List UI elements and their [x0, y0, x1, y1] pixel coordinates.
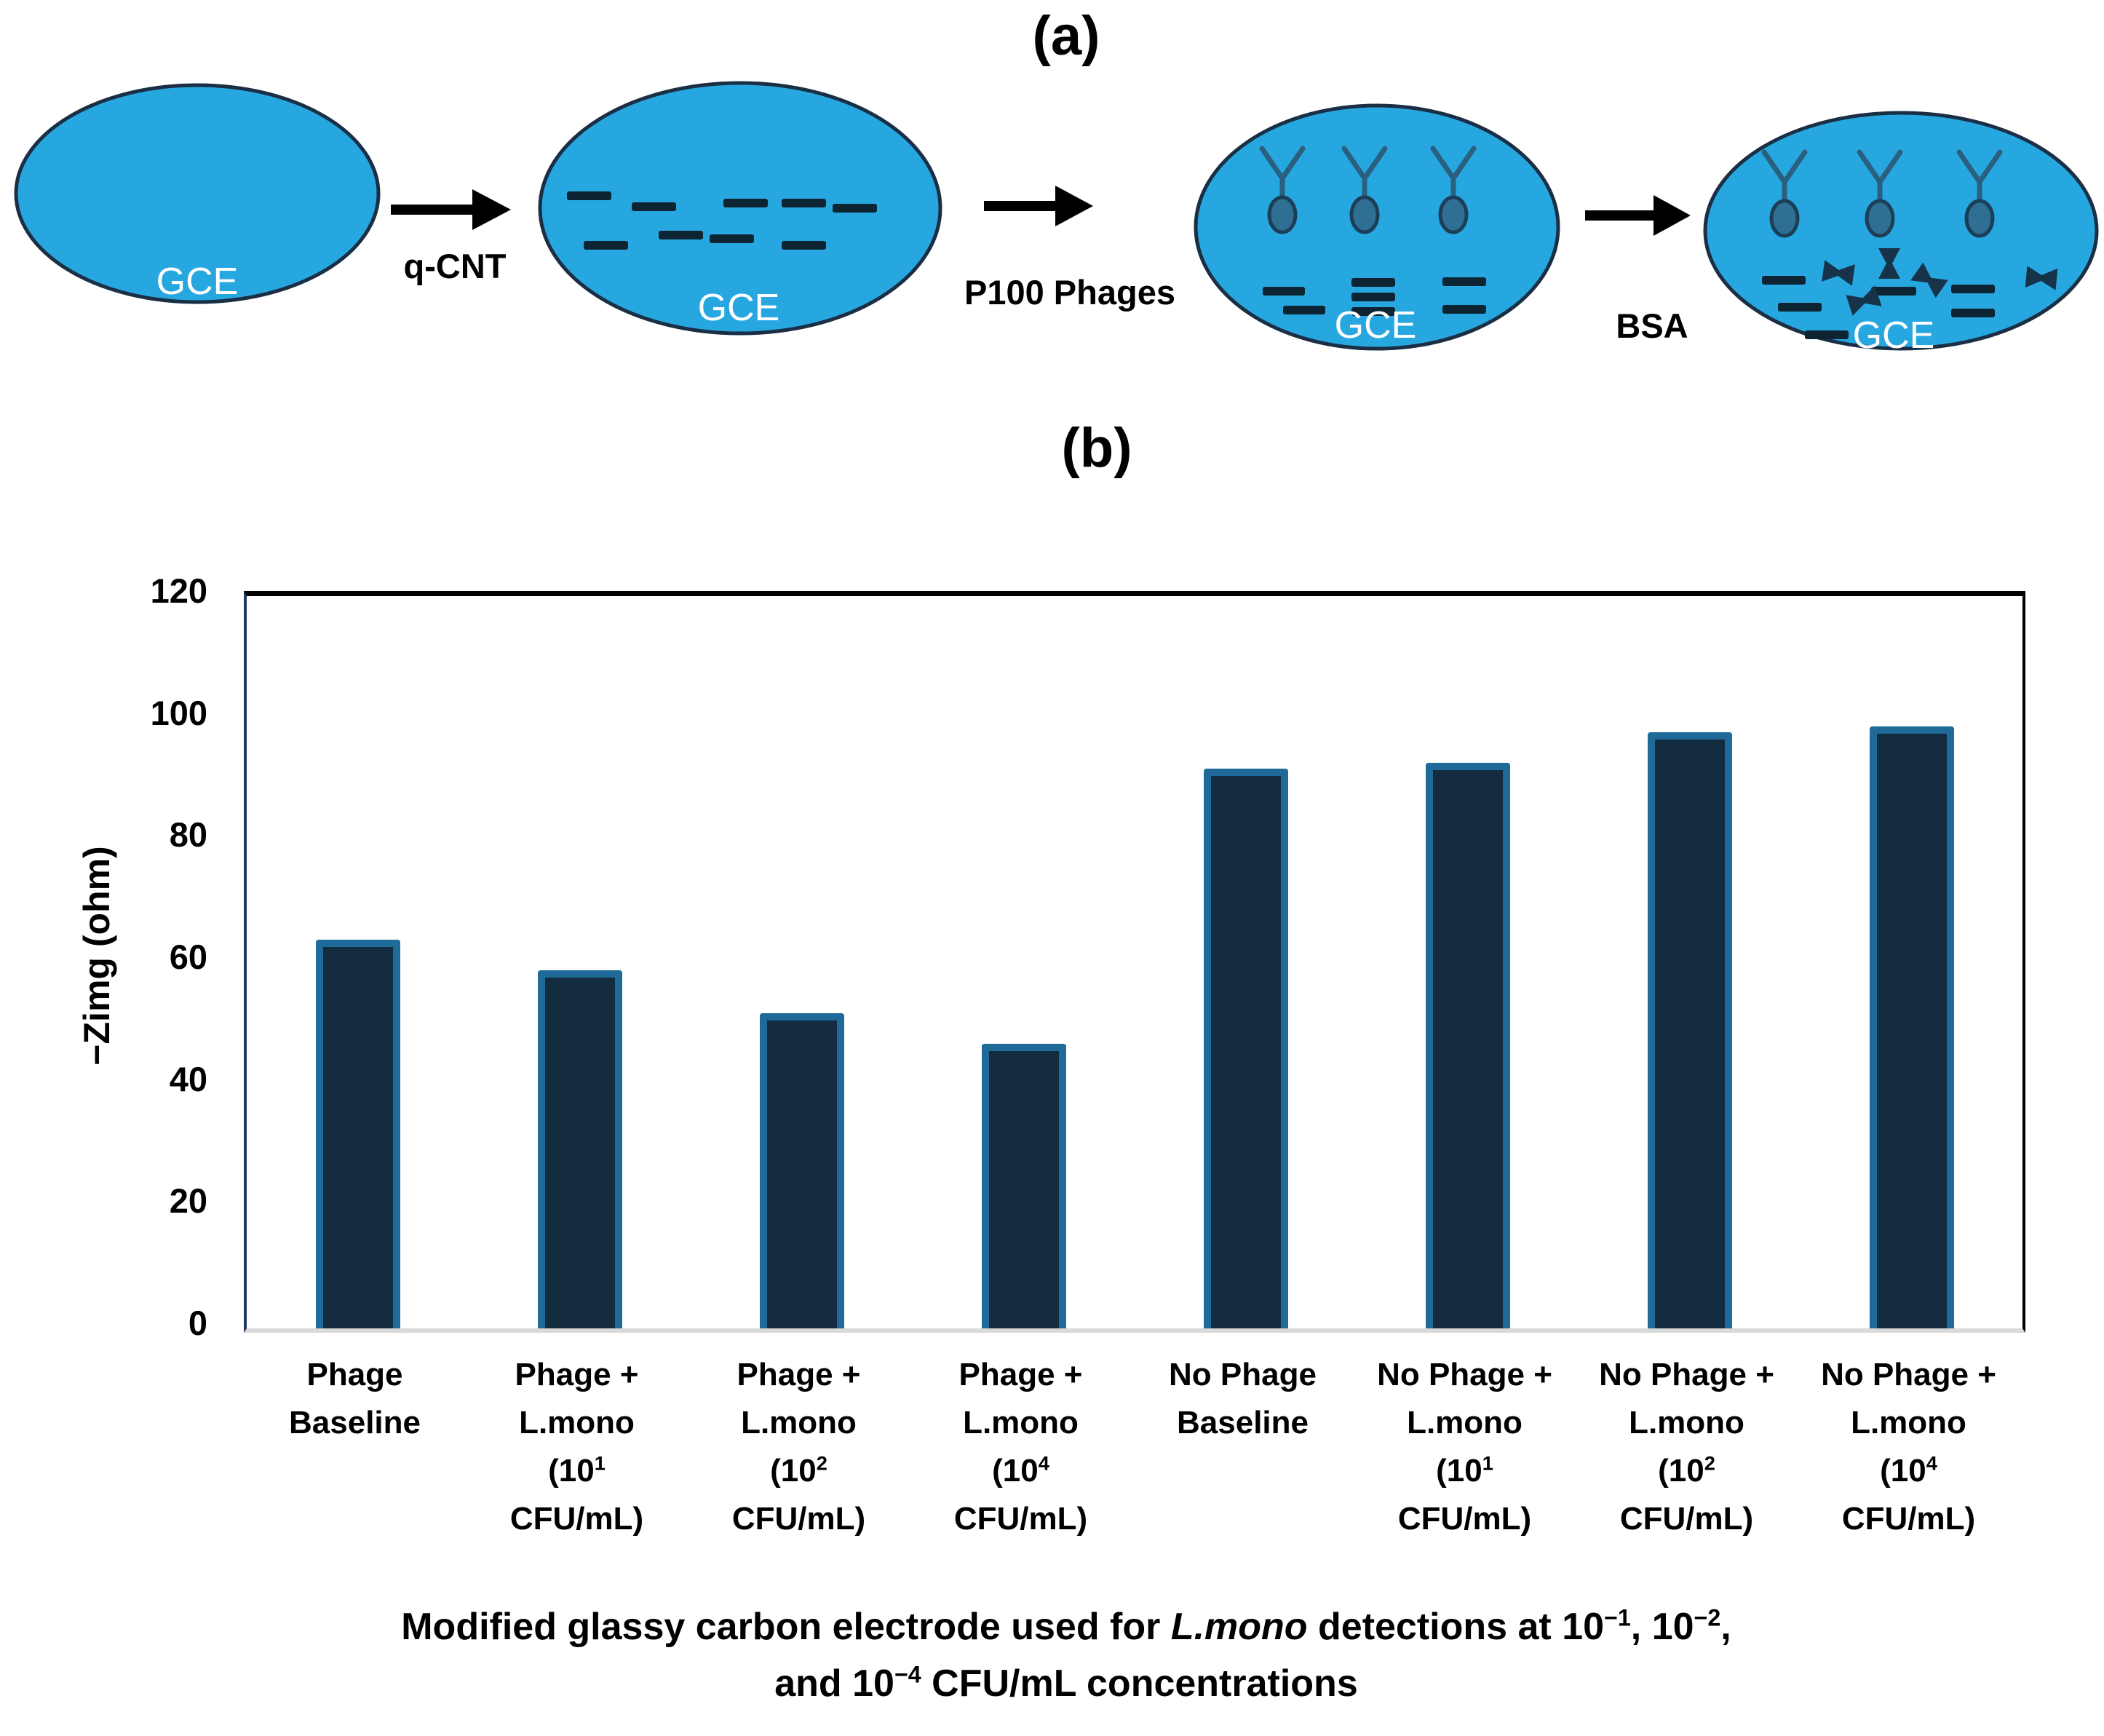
cnt-dash: [1778, 303, 1822, 312]
y-tick-label: 80: [169, 815, 207, 855]
electrode-stage-3: GCE: [1194, 103, 1560, 351]
y-tick-label: 20: [169, 1181, 207, 1221]
bsa-molecule-icon: [1878, 248, 1900, 279]
cnt-dash: [1442, 305, 1486, 314]
cnt-dash: [1351, 293, 1395, 301]
chart-plot-area: [244, 591, 2025, 1333]
phage-icon: [1857, 149, 1903, 238]
cnt-dash: [1871, 287, 1916, 296]
bsa-molecule-icon: [1910, 262, 1948, 298]
cnt-dash: [710, 234, 754, 243]
cnt-dash: [632, 202, 676, 211]
gce-label: GCE: [1335, 304, 1417, 346]
bar: [1869, 726, 1954, 1328]
gce-label: GCE: [1853, 314, 1935, 351]
bsa-molecule-icon: [2025, 266, 2058, 290]
cnt-dash: [584, 241, 628, 250]
cnt-dash: [782, 199, 826, 207]
cnt-dash: [723, 199, 768, 207]
cnt-dash-group: [1263, 277, 1486, 316]
reaction-arrow-3: [1585, 195, 1691, 236]
bar: [537, 970, 622, 1328]
bsa-molecule-icon: [1822, 260, 1855, 286]
bar: [1203, 769, 1288, 1328]
y-tick-label: 120: [150, 571, 207, 610]
phage-icon: [1259, 146, 1306, 234]
phage-icon: [1341, 146, 1388, 234]
arrow-label-qcnt: q-CNT: [403, 247, 507, 285]
cnt-dash: [1263, 287, 1305, 296]
electrode-stage-4: GCE: [1703, 111, 2099, 351]
bar: [981, 1043, 1066, 1328]
y-tick-label: 40: [169, 1059, 207, 1098]
y-tick-label: 100: [150, 693, 207, 732]
electrode-ellipse: [538, 81, 942, 336]
arrow-label-bsa: BSA: [1616, 306, 1688, 345]
cnt-dash: [1351, 307, 1395, 316]
panel-a-label: (a): [1032, 5, 1100, 67]
cnt-dash-group: [1762, 276, 1995, 339]
gce-label: GCE: [156, 261, 239, 303]
cnt-dash: [659, 231, 703, 239]
electrode-stage-2: GCE: [538, 81, 942, 336]
cnt-dash: [782, 241, 826, 250]
cnt-dash: [1951, 285, 1995, 293]
phage-icon: [1761, 149, 1808, 238]
bsa-molecule-icon: [1846, 285, 1882, 316]
cnt-dash: [1762, 276, 1806, 285]
phage-icon: [1956, 149, 2003, 238]
phage-icon-group: [1761, 149, 2003, 238]
arrow-label-p100-phages: P100 Phages: [964, 273, 1175, 312]
cnt-dash: [1351, 278, 1395, 287]
electrode-ellipse: [14, 83, 381, 304]
bar: [1425, 762, 1510, 1328]
bar: [1647, 732, 1732, 1328]
bar: [315, 940, 400, 1328]
y-tick-label: 0: [188, 1304, 207, 1342]
y-tick-label: 60: [169, 938, 207, 976]
phage-icon-group: [1259, 146, 1477, 234]
phage-icon: [1430, 146, 1477, 234]
cnt-dash: [567, 191, 611, 200]
figure-caption: Modified glassy carbon electrode used fo…: [401, 1604, 1731, 1705]
cnt-dash-group: [567, 191, 877, 250]
bsa-molecule-group: [1822, 248, 2058, 316]
panel-b-label: (b): [1061, 417, 1132, 479]
cnt-dash: [1951, 309, 1995, 317]
reaction-arrow-1: [391, 189, 511, 230]
electrode-stage-1: GCE: [14, 83, 381, 304]
cnt-dash: [833, 204, 877, 213]
electrode-ellipse: [1703, 111, 2099, 351]
bar: [759, 1012, 844, 1328]
cnt-dash: [1283, 306, 1325, 314]
reaction-arrow-2: [984, 186, 1093, 226]
cnt-dash: [1442, 277, 1486, 286]
gce-label: GCE: [698, 287, 780, 329]
cnt-dash: [1805, 330, 1849, 339]
